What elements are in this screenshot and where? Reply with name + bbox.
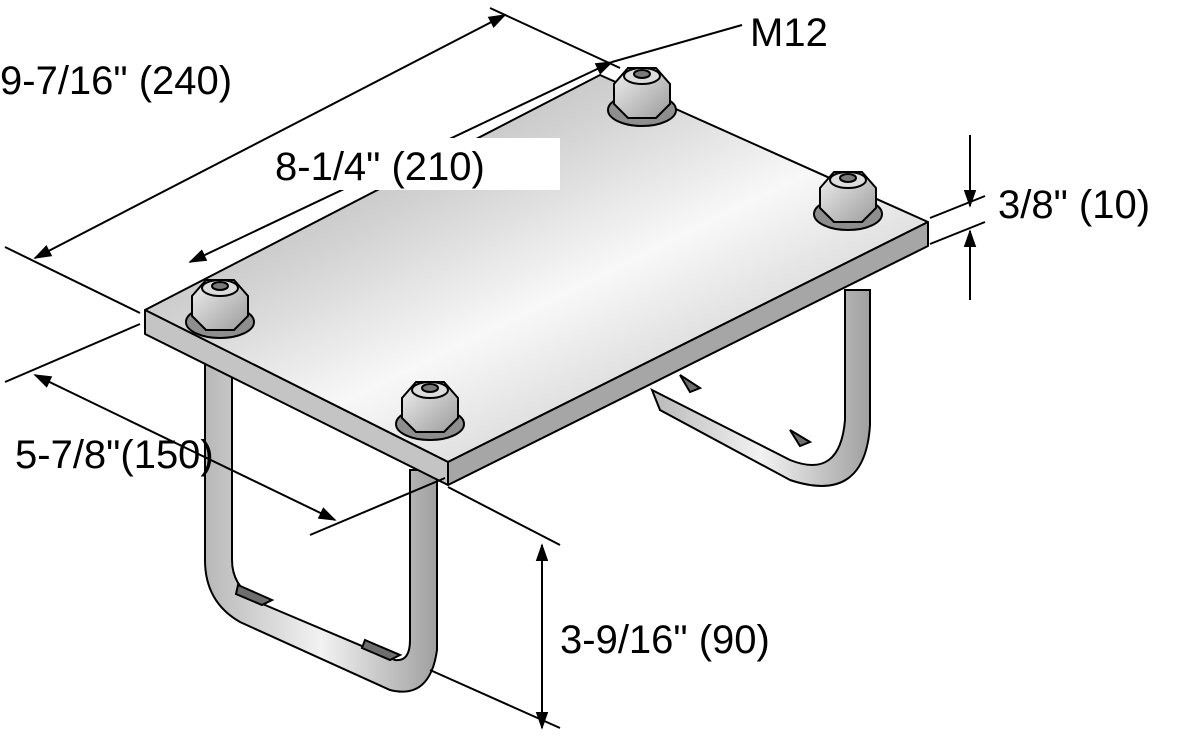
base-plate [144,74,929,486]
leg-height-label: 3-9/16" (90) [560,618,770,662]
nut-left [185,279,255,339]
hole-spacing-label: 8-1/4" (210) [275,145,485,189]
nut-right [813,171,883,231]
nut-top [607,67,677,127]
dimension-lines [4,7,986,730]
hole-spacing-label-bg [272,138,560,190]
plate-thickness-label: 3/8" (10) [998,183,1150,227]
nut-front [395,381,465,441]
width-label: 5-7/8"(150) [15,433,214,477]
front-u-bolt [204,359,438,693]
rear-u-bolt [650,289,871,487]
overall-length-label: 9-7/16" (240) [0,59,232,103]
bolt-size-label: M12 [750,11,828,55]
